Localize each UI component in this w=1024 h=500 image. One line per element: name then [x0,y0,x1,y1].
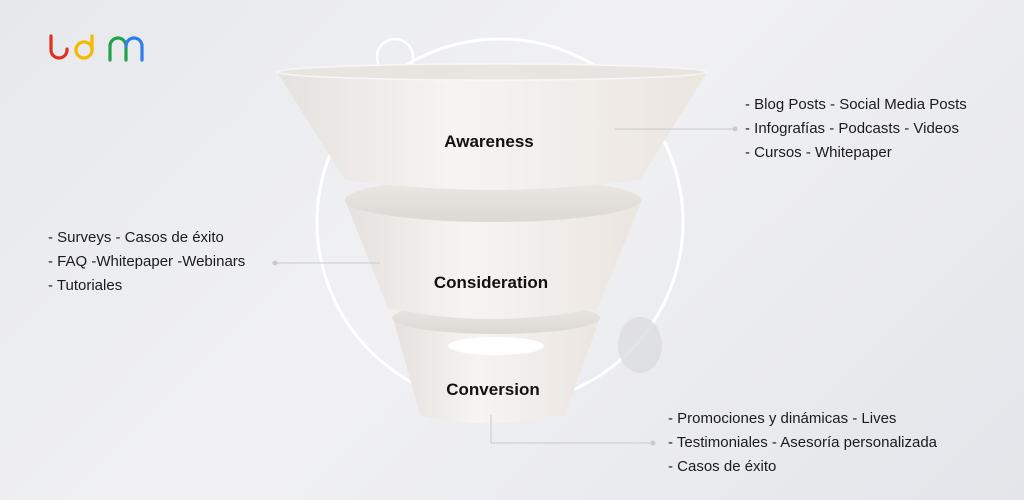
consideration-content-list: - Surveys - Casos de éxito - FAQ -Whitep… [48,226,245,298]
stage-consideration-label: Consideration [433,273,549,292]
list-item: - FAQ -Whitepaper -Webinars [48,253,246,270]
list-item: - Casos de éxito [668,458,777,475]
funnel-consideration [345,178,642,319]
conversion-content-list: - Promociones y dinámicas - Lives - Test… [668,407,937,479]
connector-lines [272,126,738,446]
funnel-conversion [392,302,600,424]
list-item: - Cursos - Whitepaper [745,144,892,161]
list-item: - Promociones y dinámicas - Lives [668,410,897,427]
shadow-blob [618,317,662,373]
awareness-content-list: - Blog Posts - Social Media Posts - Info… [745,93,967,165]
stage-conversion-label: Conversion [446,380,540,399]
stage-awareness-label: Awareness [444,132,534,151]
list-item: - Testimoniales - Asesoría personalizada [668,434,938,451]
funnel-awareness [276,63,708,190]
udm-logo [49,34,144,62]
list-item: - Tutoriales [48,277,123,294]
list-item: - Surveys - Casos de éxito [48,229,224,246]
list-item: - Infografías - Podcasts - Videos [745,120,959,137]
list-item: - Blog Posts - Social Media Posts [745,96,967,113]
